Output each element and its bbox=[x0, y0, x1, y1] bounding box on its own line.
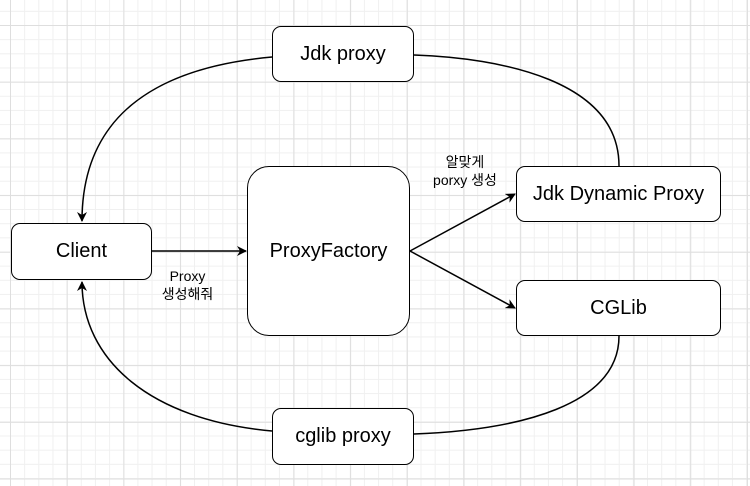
node-jdk-proxy-label: Jdk proxy bbox=[300, 42, 386, 65]
node-cglib-proxy[interactable]: cglib proxy bbox=[272, 408, 414, 465]
node-proxy-factory-label: ProxyFactory bbox=[269, 239, 388, 262]
node-client-label: Client bbox=[55, 240, 108, 262]
edge-factory-to-jdk-dynamic-proxy bbox=[409, 193, 516, 252]
node-proxy-factory[interactable]: ProxyFactory bbox=[247, 166, 410, 336]
edge-cglib-proxy-to-client bbox=[77, 281, 273, 432]
edge-label-line: Proxy bbox=[169, 268, 206, 284]
node-jdk-proxy[interactable]: Jdk proxy bbox=[272, 26, 414, 82]
edge-label-line: porxy 생성 bbox=[433, 172, 497, 188]
edge-label-line: 알맞게 bbox=[445, 154, 485, 170]
edge-jdk-proxy-to-client bbox=[77, 56, 273, 222]
edge-label-factory-to-jdk: 알맞게 porxy 생성 bbox=[420, 153, 510, 189]
node-client[interactable]: Client bbox=[11, 223, 152, 280]
edge-factory-to-cglib bbox=[409, 250, 516, 309]
edge-label-line: 생성해줘 bbox=[161, 286, 214, 302]
edge-cglib-to-cglib-proxy bbox=[413, 335, 620, 435]
edge-jdk-dynamic-to-jdk-proxy bbox=[413, 54, 620, 167]
edge-label-client-to-factory: Proxy 생성해줘 bbox=[155, 267, 220, 303]
node-jdk-dynamic-proxy-label: Jdk Dynamic Proxy bbox=[532, 182, 705, 205]
node-cglib[interactable]: CGLib bbox=[516, 280, 721, 336]
node-jdk-dynamic-proxy[interactable]: Jdk Dynamic Proxy bbox=[516, 166, 721, 222]
node-cglib-label: CGLib bbox=[590, 296, 647, 319]
node-cglib-proxy-label: cglib proxy bbox=[295, 425, 391, 447]
